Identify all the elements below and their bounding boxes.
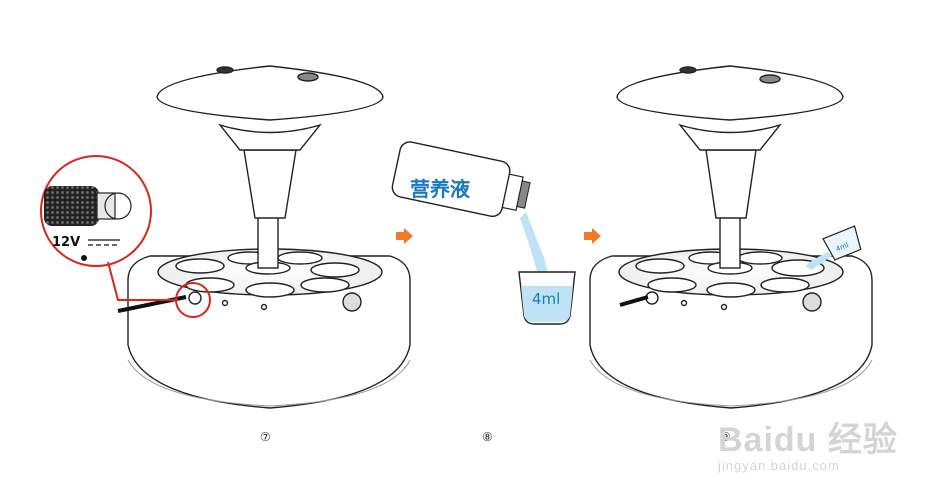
power-cable	[619, 295, 649, 307]
watermark-brand: Baidu 经验	[718, 421, 898, 459]
step-arrow-icon	[584, 228, 601, 244]
small-cup: 4ml	[805, 225, 862, 270]
measuring-cup: 4ml	[518, 271, 576, 325]
liquid-stream	[520, 212, 548, 275]
bottle-label: 营养液	[410, 177, 471, 201]
cup-volume-label: 4ml	[532, 290, 560, 308]
device-left	[127, 65, 411, 409]
step-number-8: ⑧	[482, 430, 493, 444]
watermark-url: jingyan.baidu.com	[718, 458, 840, 473]
step-number-7: ⑦	[260, 430, 271, 444]
port-callout: 12V	[40, 155, 211, 318]
step-arrow-icon	[396, 228, 413, 244]
device-right	[589, 65, 873, 409]
voltage-label: 12V	[52, 235, 80, 250]
step-number-9: ⑨	[720, 430, 731, 444]
nutrient-bottle: 营养液	[391, 141, 531, 218]
